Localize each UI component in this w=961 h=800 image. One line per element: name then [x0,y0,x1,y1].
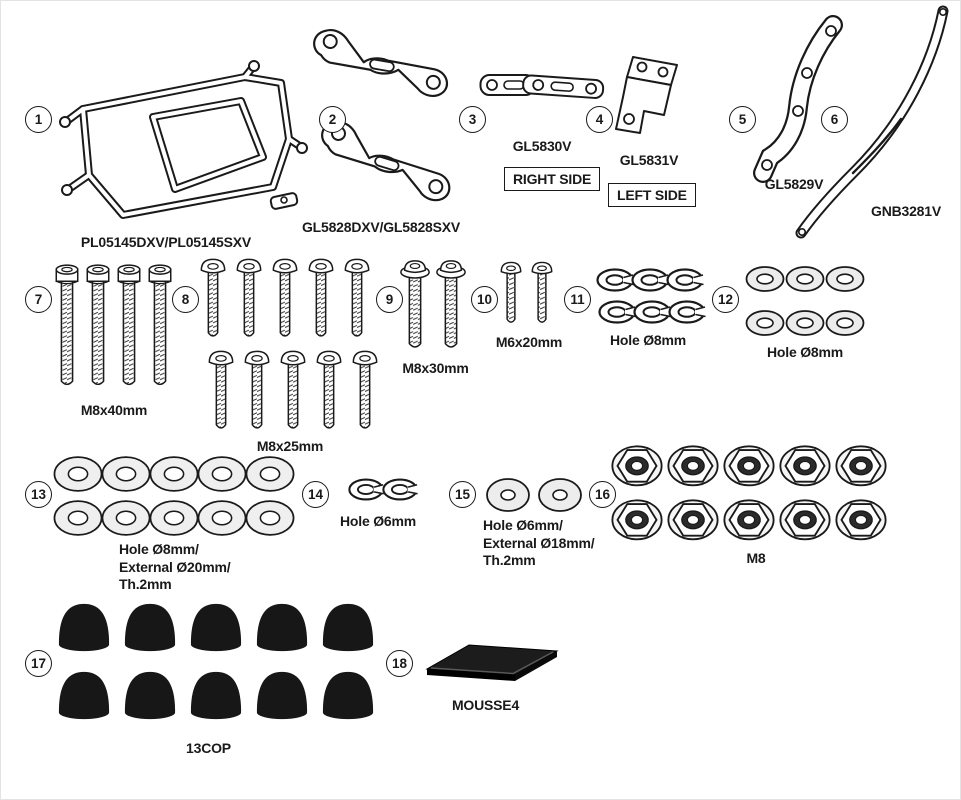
item-12-label: Hole Ø8mm [767,344,843,360]
callout-9-number: 9 [385,292,394,307]
callout-12: 12 [712,286,739,313]
item-8-label: M8x25mm [256,438,324,454]
callout-2: 2 [319,106,346,133]
m6x20-bolts-illustration [500,261,553,323]
callout-15-number: 15 [454,487,471,502]
callout-4-number: 4 [595,112,604,127]
callout-2-number: 2 [328,112,337,127]
item-7-label: M8x40mm [80,402,148,418]
callout-11-number: 11 [570,292,585,307]
item-3-label: GL5830V [512,138,572,154]
callout-13: 13 [25,481,52,508]
cover-caps-illustration [58,603,374,720]
split-washers-8mm-illustration [596,268,707,324]
item-14-label: Hole Ø6mm [340,513,416,529]
left-side-bracket-illustration [615,56,678,134]
large-washers-illustration [53,456,295,536]
m8x25-bolts-illustration [200,258,378,429]
callout-18-number: 18 [391,656,408,671]
item-5-label: GL5829V [764,176,824,192]
item-10-label: M6x20mm [495,334,563,350]
callout-13-number: 13 [30,487,47,502]
item-3-side-tag: RIGHT SIDE [504,167,601,191]
item-1-label: PL05145DXV/PL05145SXV [80,234,252,250]
flat-washers-8mm-illustration [745,266,865,336]
callout-5-number: 5 [738,112,747,127]
callout-1-number: 1 [34,112,43,127]
foam-pad-illustration [425,644,559,681]
m8x40-bolts-illustration [55,264,172,386]
callout-17: 17 [25,650,52,677]
callout-7: 7 [25,286,52,313]
item-4-side-tag: LEFT SIDE [608,183,696,207]
callout-14: 14 [302,481,329,508]
m8x30-bolts-illustration [400,260,466,348]
item-4-label: GL5831V [619,152,679,168]
split-washers-6mm-illustration [348,478,419,501]
item-16-label: M8 [746,550,766,566]
washers-6-18mm-illustration [486,478,582,512]
item-9-label: M8x30mm [402,360,469,376]
callout-16: 16 [589,481,616,508]
callout-7-number: 7 [34,292,43,307]
callout-3: 3 [459,106,486,133]
callout-6: 6 [821,106,848,133]
callout-17-number: 17 [30,656,47,671]
item-11-label: Hole Ø8mm [610,332,686,348]
m8-nuts-illustration [611,445,887,541]
callout-10-number: 10 [476,292,493,307]
item-13-label: Hole Ø8mm/ External Ø20mm/ Th.2mm [119,541,231,592]
item-17-label: 13COP [186,740,231,756]
callout-14-number: 14 [307,487,324,502]
support-strap-illustration [795,5,949,239]
callout-16-number: 16 [594,487,611,502]
callout-5: 5 [729,106,756,133]
callout-4: 4 [586,106,613,133]
item-2-label: GL5828DXV/GL5828SXV [301,219,461,235]
callout-8-number: 8 [181,292,190,307]
callout-6-number: 6 [830,112,839,127]
callout-9: 9 [376,286,403,313]
callout-8: 8 [172,286,199,313]
item-15-label: Hole Ø6mm/ External Ø18mm/ Th.2mm [483,517,595,568]
callout-11: 11 [564,286,591,313]
callout-12-number: 12 [717,292,734,307]
curved-bracket-illustration [753,15,843,183]
right-side-bracket-illustration [479,74,605,99]
item-18-label: MOUSSE4 [451,697,520,713]
callout-10: 10 [471,286,498,313]
callout-15: 15 [449,481,476,508]
callout-3-number: 3 [468,112,477,127]
callout-18: 18 [386,650,413,677]
item-6-label: GNB3281V [871,203,941,219]
pannier-rack-frame-illustration [59,60,308,219]
callout-1: 1 [25,106,52,133]
